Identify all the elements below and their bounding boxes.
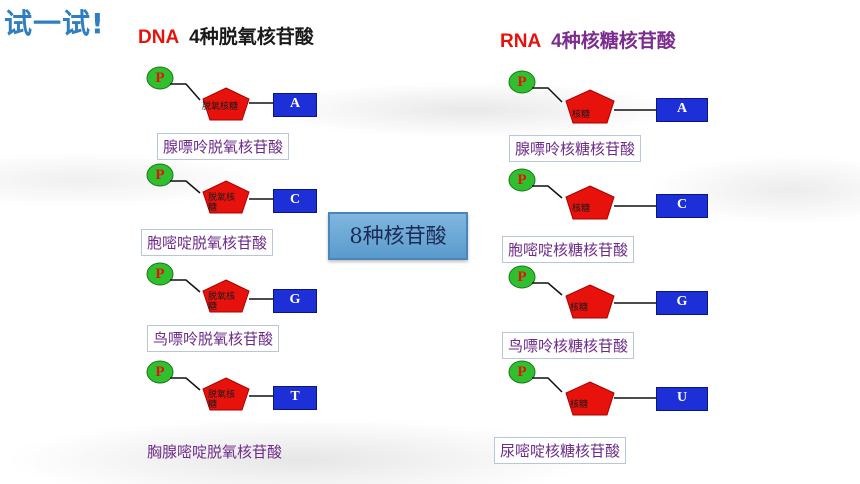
base-box: C [273,189,317,213]
base-box: U [656,387,708,411]
rna-header: RNA 4种核糖核苷酸 [500,26,676,53]
rna-name-g: 鸟嘌呤核糖核苷酸 [502,332,635,359]
nucleotide-diagram [508,168,656,220]
base-box: A [273,93,317,117]
rna-nucleotide-u: P 核糖 U [508,360,768,424]
nucleotide-diagram [146,66,273,121]
dna-nucleotide-t: P 脱氧核糖 T [146,360,406,424]
dna-name-c: 胞嘧啶脱氧核苷酸 [141,229,274,256]
phosphate-label: P [517,364,527,380]
phosphate-label: P [517,269,527,285]
phosphate-label: P [517,74,527,90]
base-box: T [273,386,317,410]
dna-name-a: 腺嘌呤脱氧核苷酸 [157,133,290,160]
nucleotide-total-box: 8种核苷酸 [328,212,468,260]
dna-kinds: 4种脱氧核苷酸 [189,27,314,48]
base-box: G [273,289,317,313]
base-box: C [656,194,708,218]
sugar-label: 核糖 [572,110,591,120]
dna-nucleotide-c: P 脱氧核糖 C [146,163,406,227]
phosphate-label: P [155,167,165,183]
phosphate-label: P [155,364,165,380]
rna-nucleotide-a: P 核糖 A [508,70,768,134]
rna-name-c: 胞嘧啶核糖核苷酸 [502,236,635,263]
dna-label: DNA [138,27,180,48]
rna-name-a: 腺嘌呤核糖核苷酸 [509,135,642,162]
nucleotide-diagram [146,163,273,214]
nucleotide-diagram [508,70,656,124]
rna-name-u: 尿嘧啶核糖核苷酸 [494,437,627,464]
nucleotide-diagram [146,360,273,411]
base-box: A [656,98,708,122]
page-title: 试一试! [4,7,105,40]
dna-name-g: 鸟嘌呤脱氧核苷酸 [147,325,280,352]
sugar-label: 脱氧核糖 [208,390,236,410]
rna-kinds: 4种核糖核苷酸 [551,31,676,52]
rna-nucleotide-c: P 核糖 C [508,168,768,232]
rna-label: RNA [500,31,542,52]
rna-nucleotide-g: P 核糖 G [508,265,768,329]
dna-nucleotide-g: P 脱氧核糖 G [146,262,406,326]
phosphate-label: P [517,172,527,188]
dna-name-t: 胸腺嘧啶脱氧核苷酸 [147,443,283,461]
dna-nucleotide-a: P 脱氧核糖 A [146,66,406,130]
sugar-label: 核糖 [570,400,589,410]
nucleotide-diagram [508,360,656,416]
sugar-label: 脱氧核糖 [208,292,236,312]
base-box: G [656,291,708,315]
sugar-label: 脱氧核糖 [202,102,239,112]
phosphate-label: P [155,266,165,282]
sugar-label: 脱氧核糖 [208,193,236,213]
dna-header: DNA 4种脱氧核苷酸 [138,22,314,49]
sugar-label: 核糖 [570,303,589,313]
phosphate-label: P [155,70,165,86]
nucleotide-diagram [508,265,656,319]
nucleotide-diagram [146,262,273,313]
sugar-label: 核糖 [572,204,591,214]
